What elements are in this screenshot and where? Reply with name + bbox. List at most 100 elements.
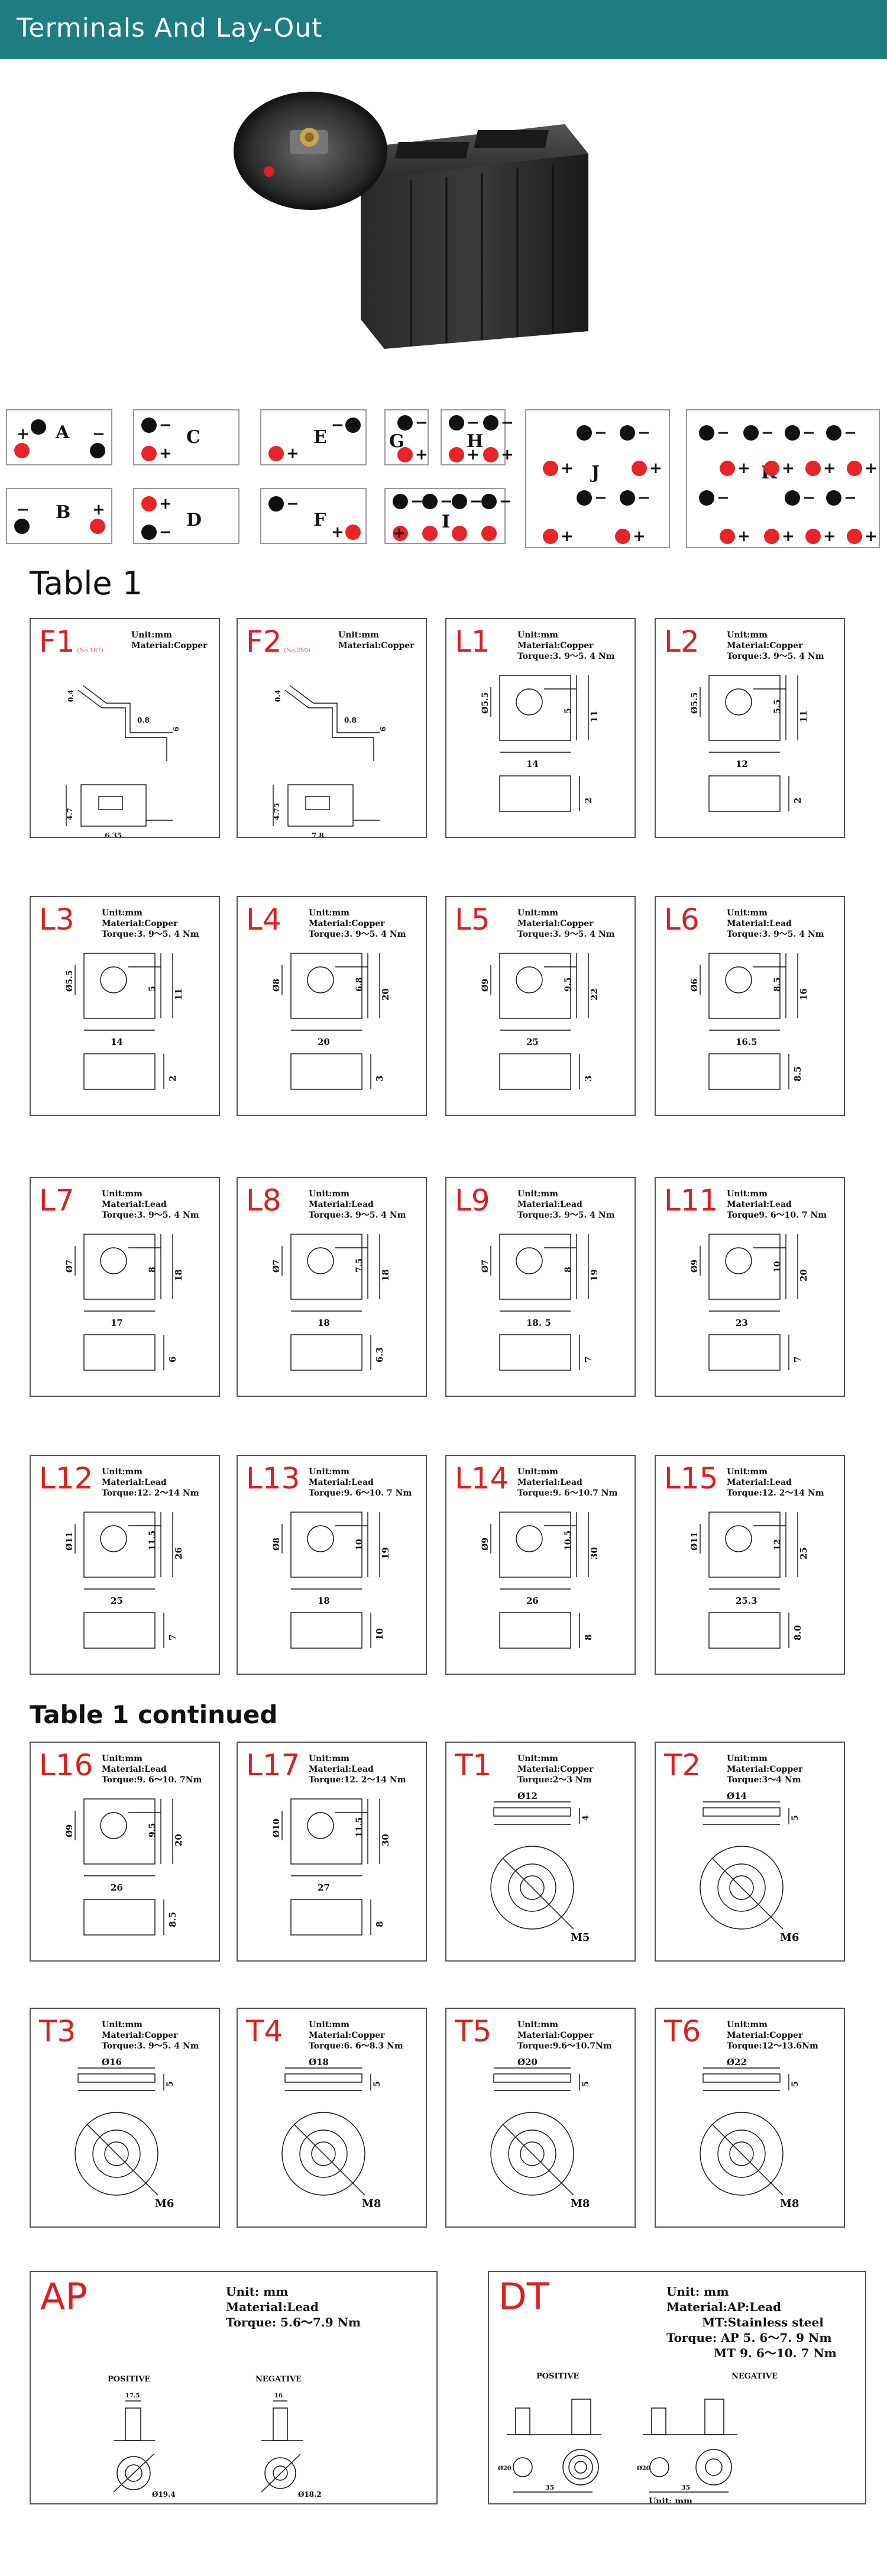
spec-line: Unit:mm [102, 1467, 143, 1477]
terminal-label: F1 [39, 624, 75, 659]
negative-terminal-dot [422, 494, 438, 509]
dimension-label: Ø7 [272, 1260, 281, 1273]
minus-symbol: − [415, 414, 428, 432]
spec-line: Unit: mm [666, 2284, 729, 2299]
dimension-label: 6.8 [355, 978, 364, 992]
dimension-label: 3 [583, 1076, 594, 1082]
plus-symbol: + [649, 459, 662, 477]
layout-diagram-h: H−−++ [441, 409, 514, 465]
plus-symbol: + [286, 445, 299, 462]
dimension-label: 20 [318, 1037, 330, 1047]
negative-terminal-dot [345, 418, 361, 433]
dimension-label: 5.5 [773, 700, 782, 714]
spec-line: Material:Copper [517, 919, 594, 928]
positive-terminal-dot [805, 461, 821, 476]
negative-terminal-dot [31, 419, 46, 435]
spec-line: Material:Lead [102, 1200, 167, 1209]
spec-line: Unit:mm [727, 1189, 768, 1199]
dimension-label: Ø11 [65, 1532, 75, 1551]
terminal-spec: Unit: mm Material:AP:Lead MT:Stainless s… [666, 2284, 865, 2361]
negative-terminal-dot [449, 415, 464, 431]
dimension-label: Ø5.5 [690, 692, 700, 714]
terminal-label: F2 [246, 624, 282, 659]
terminal-label: T1 [455, 1748, 492, 1782]
terminal-spec: Unit: mm Material:Lead Torque: 5.6～7.9 N… [226, 2284, 433, 2330]
terminal-label: DT [498, 2275, 549, 2318]
terminal-label: T5 [455, 2014, 492, 2048]
dimension-label: 8 [148, 1267, 157, 1273]
spec-line: Torque:2～3 Nm [517, 1775, 592, 1785]
spec-line: Material:Copper [102, 2031, 178, 2040]
minus-symbol: − [499, 493, 512, 510]
plus-symbol: + [561, 459, 574, 477]
spec-line: Torque:3～4 Nm [727, 1775, 801, 1785]
minus-symbol: − [637, 489, 650, 507]
terminal-drawing: 0.40.864.76.35 [66, 685, 180, 837]
spec-line: Unit:mm [727, 1754, 768, 1763]
positive-terminal-dot [847, 529, 862, 544]
dt-unit-footer: Unit: mm [649, 2497, 692, 2504]
dimension-label: 12 [773, 1539, 782, 1551]
dimension-label: 2 [167, 1076, 178, 1082]
dimension-label: 8.5 [773, 978, 782, 992]
spec-line: Material:Copper [517, 2031, 594, 2040]
dimension-label: 18. 5 [526, 1318, 551, 1328]
ap-dim: Ø19.4 [152, 2490, 176, 2499]
layout-diagram-g: G−+ [384, 409, 429, 465]
layout-diagram-k: K−−−−++++−−−++++ [686, 409, 880, 548]
plus-symbol: + [865, 459, 878, 477]
ap-dim: 16 [274, 2393, 283, 2399]
layout-diagram-c: C−+ [133, 409, 239, 465]
negative-terminal-dot [577, 425, 592, 441]
dimension-label: 7 [792, 1357, 803, 1363]
terminal-label: AP [40, 2275, 88, 2318]
minus-symbol: − [286, 495, 299, 513]
negative-terminal-dot [483, 415, 498, 431]
terminal-card-dt: DT Unit: mm Material:AP:Lead MT:Stainles… [488, 2271, 866, 2504]
dimension-label: 11 [798, 710, 809, 723]
dimension-label: 16.5 [736, 1037, 757, 1047]
minus-symbol: − [844, 489, 857, 507]
dimension-label: Ø5.5 [65, 970, 75, 992]
spec-line: Torque: 5.6～7.9 Nm [226, 2315, 361, 2329]
dimension-label: M6 [780, 1931, 799, 1944]
dimension-label: 8 [374, 1921, 385, 1927]
spec-line: Material:Lead [102, 1765, 167, 1774]
dimension-label: 4 [581, 1815, 591, 1821]
spec-line: Torque9. 6～10. 7 Nm [727, 1211, 827, 1220]
layout-label: D [186, 510, 202, 530]
dimension-label: 10 [773, 1261, 782, 1273]
dimension-label: Ø18 [309, 2057, 329, 2067]
minus-symbol: − [637, 424, 650, 442]
ap-drawing: POSITIVE NEGATIVE 17.5 16 Ø19.4 Ø18.2 [108, 2375, 322, 2499]
negative-terminal-dot [785, 425, 800, 441]
spec-line: Material:Copper [727, 2031, 803, 2040]
terminal-label: L9 [455, 1183, 490, 1218]
terminal-label: L2 [664, 624, 700, 659]
spec-line: Material:Copper [727, 1765, 803, 1774]
negative-terminal-dot [620, 490, 635, 506]
plus-symbol: + [415, 446, 428, 464]
negative-terminal-dot [14, 519, 30, 534]
spec-line: Material:Lead [727, 1200, 792, 1209]
terminal-label: L3 [39, 902, 75, 937]
dt-dim: Ø20 [498, 2465, 512, 2472]
dimension-label: 26 [111, 1882, 123, 1893]
ap-dim: Ø18.2 [298, 2490, 322, 2499]
plus-symbol: + [331, 523, 344, 541]
dimension-label: Ø9 [65, 1824, 75, 1837]
minus-symbol: − [331, 416, 344, 434]
spec-line: Torque:9. 6～10. 7 Nm [309, 1488, 412, 1498]
